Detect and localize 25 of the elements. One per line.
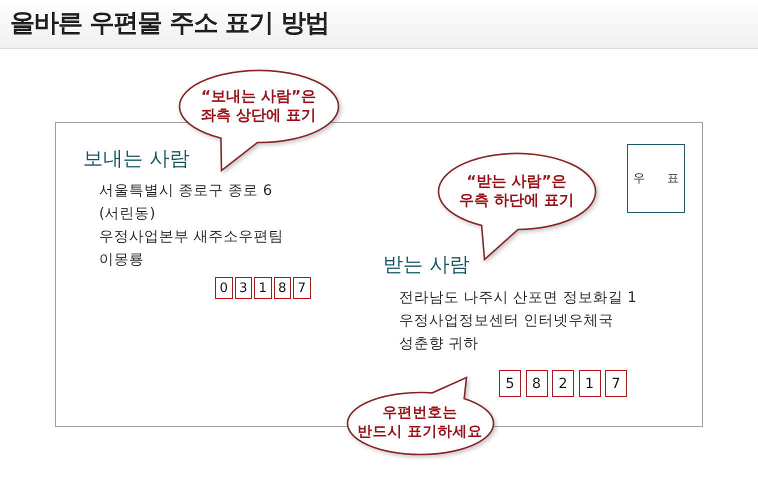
- sender-address-line: 우정사업본부 새주소우편팀: [99, 228, 284, 246]
- sender-address-line: 서울특별시 종로구 종로 6: [99, 182, 272, 200]
- postal-code-digit: 3: [234, 277, 252, 299]
- recipient-address-line: 전라남도 나주시 산포면 정보화길 1: [399, 289, 637, 307]
- postal-code-digit: 7: [605, 370, 627, 397]
- page-title: 올바른 우편물 주소 표기 방법: [10, 7, 329, 39]
- sender-address-line: (서린동): [99, 205, 156, 223]
- sender-heading: 보내는 사람: [83, 146, 190, 170]
- callout-text: “받는 사람”은 우측 하단에 표기: [458, 172, 574, 210]
- postal-code-digit: 1: [254, 277, 272, 299]
- sender-address-line: 이몽룡: [99, 251, 144, 269]
- recipient-heading: 받는 사람: [383, 252, 470, 276]
- callout-text: 우편번호는 반드시 표기하세요: [357, 404, 483, 442]
- postal-code-digit: 0: [215, 277, 232, 299]
- postal-code-digit: 7: [293, 277, 310, 299]
- recipient-address-line: 성춘향 귀하: [399, 335, 479, 353]
- stamp-box: 우 표: [627, 144, 685, 213]
- recipient-address-line: 우정사업정보센터 인터넷우체국: [399, 312, 614, 330]
- postal-code-digit: 8: [274, 277, 291, 299]
- postal-code-digit: 2: [552, 370, 574, 397]
- postal-code-digit: 1: [578, 370, 600, 397]
- speech-bubble: [346, 376, 494, 456]
- postal-code-digit: 5: [499, 370, 521, 397]
- callout-text: “보내는 사람”은 좌측 상단에 표기: [200, 87, 316, 125]
- postal-code-digit: 8: [526, 370, 548, 397]
